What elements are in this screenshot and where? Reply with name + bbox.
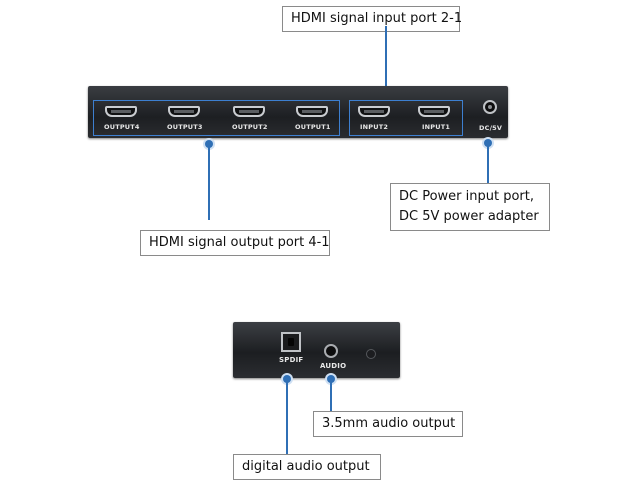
- port-label-input1: INPUT1: [422, 123, 451, 131]
- dc-power-jack: [483, 100, 497, 114]
- spdif-port: [281, 332, 301, 352]
- dc-leader-line: [487, 145, 489, 183]
- port-label-output1: OUTPUT1: [295, 123, 331, 131]
- port-label-spdif: SPDIF: [279, 356, 304, 364]
- digital-audio-callout: digital audio output: [233, 454, 381, 480]
- hdmi-port-output2: [233, 106, 265, 117]
- port-label-input2: INPUT2: [360, 123, 389, 131]
- audio-jack-3-5mm: [324, 344, 338, 358]
- port-label-audio: AUDIO: [320, 362, 347, 370]
- audio-leader-line: [330, 381, 332, 411]
- screw-hole: [366, 349, 376, 359]
- digital-leader-dot: [283, 375, 291, 383]
- hdmi-port-output3: [168, 106, 200, 117]
- hdmi-input-callout: HDMI signal input port 2-1: [282, 6, 462, 32]
- port-label-output2: OUTPUT2: [232, 123, 268, 131]
- hdmi-port-output4: [105, 106, 137, 117]
- port-label-output4: OUTPUT4: [104, 123, 140, 131]
- output-port-group: [93, 100, 340, 136]
- port-label-output3: OUTPUT3: [167, 123, 203, 131]
- audio-leader-dot: [327, 375, 335, 383]
- output-leader-line: [208, 146, 210, 220]
- input-port-group: [349, 100, 463, 136]
- hdmi-port-output1: [296, 106, 328, 117]
- output-leader-dot: [205, 140, 213, 148]
- dc-leader-dot: [484, 139, 492, 147]
- digital-leader-line: [286, 381, 288, 454]
- audio-extractor-device: SPDIF AUDIO: [233, 322, 400, 378]
- hdmi-output-callout: HDMI signal output port 4-1: [140, 230, 330, 256]
- dc-callout-line2: DC 5V power adapter: [399, 209, 539, 224]
- port-label-dc: DC/5V: [479, 124, 503, 132]
- hdmi-port-input1: [418, 106, 450, 117]
- dc-callout-line1: DC Power input port,: [399, 189, 535, 204]
- audio-output-callout: 3.5mm audio output: [313, 411, 463, 437]
- hdmi-port-input2: [358, 106, 390, 117]
- input-leader-line: [385, 26, 387, 96]
- hdmi-splitter-device: OUTPUT4 OUTPUT3 OUTPUT2 OUTPUT1 INPUT2 I…: [88, 86, 508, 138]
- dc-power-callout: DC Power input port, DC 5V power adapter: [390, 183, 550, 231]
